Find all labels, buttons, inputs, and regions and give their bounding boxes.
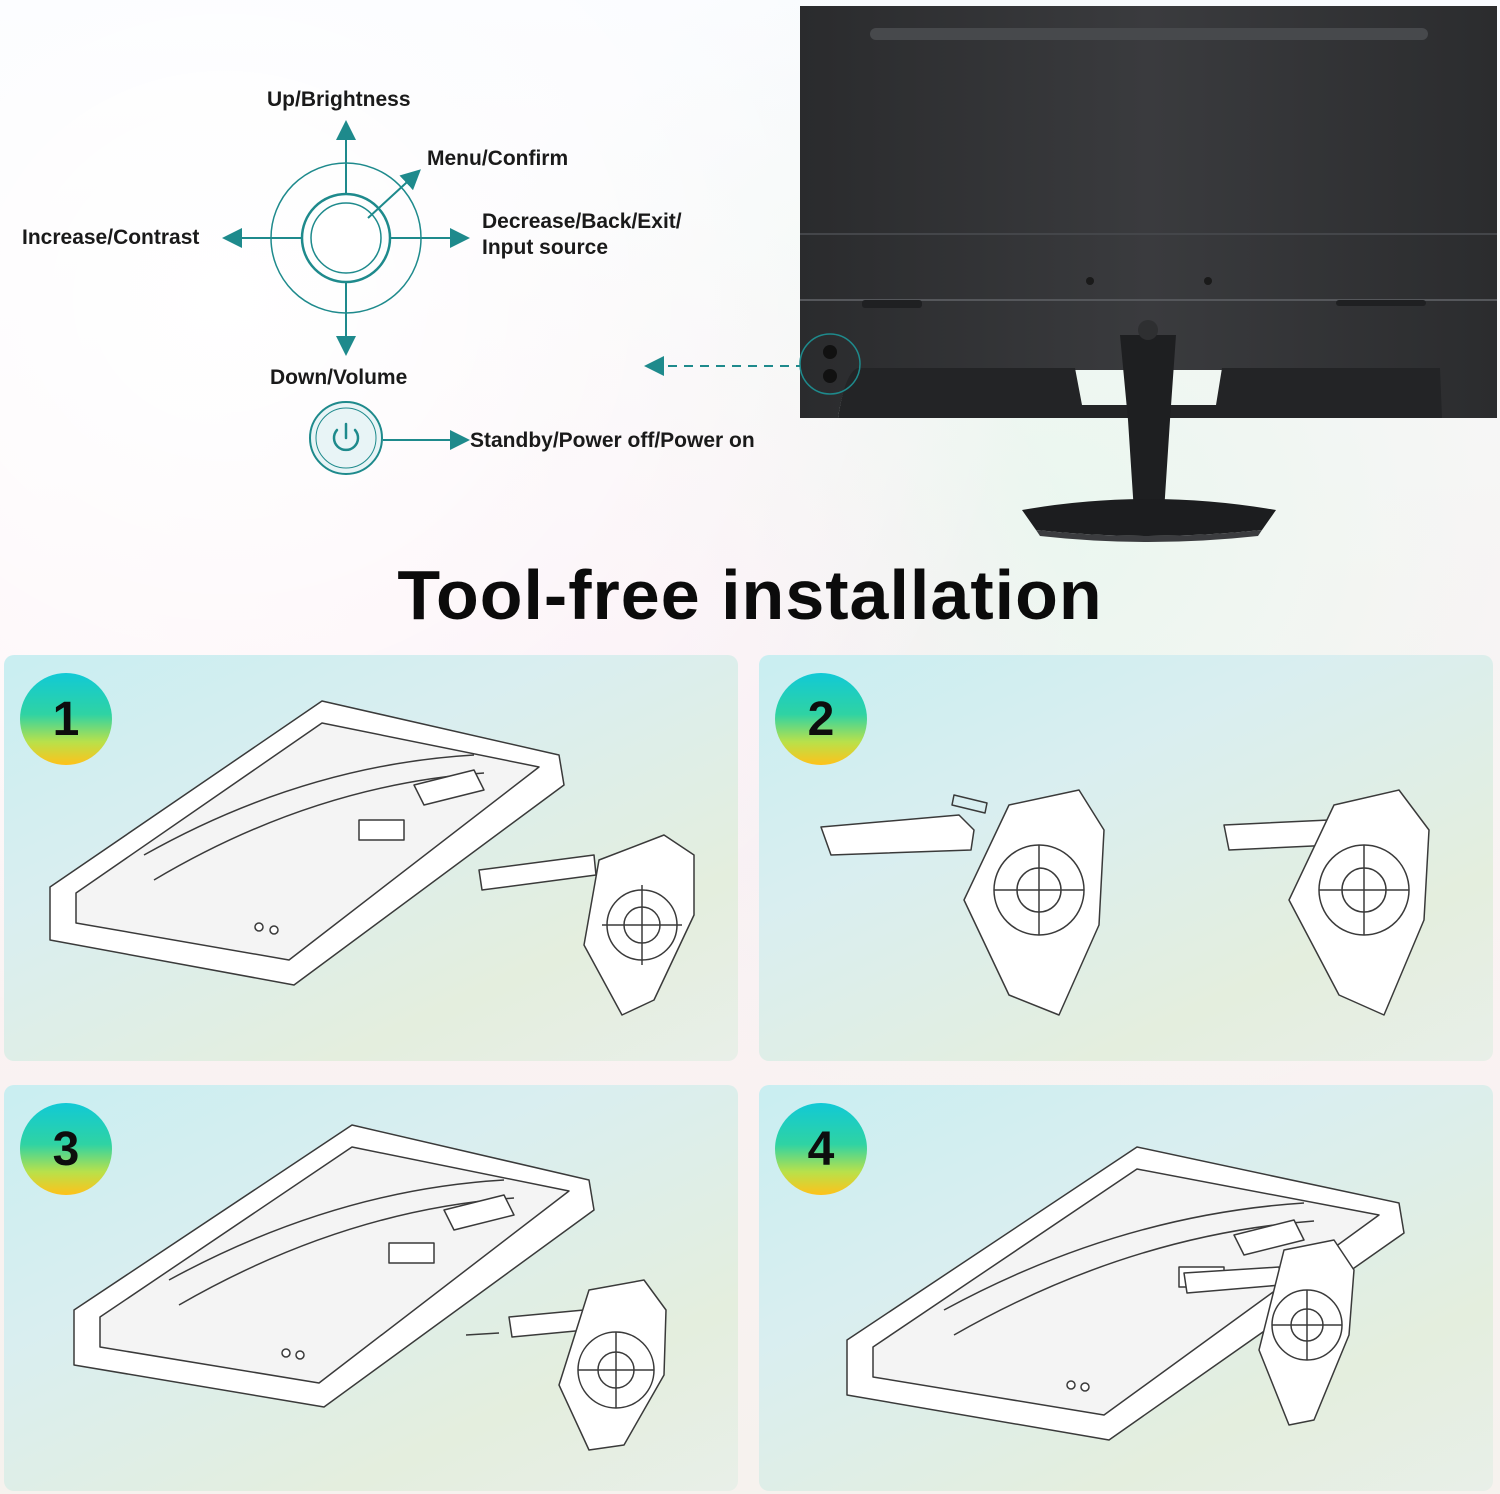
monitor-back-icon (799, 6, 1497, 542)
joystick-icon (222, 120, 470, 356)
step-panel-2: 2 (759, 655, 1493, 1061)
step-1-illustration (49, 700, 695, 1016)
decrease-back-exit-label: Decrease/Back/Exit/ Input source (482, 210, 682, 259)
power-icon (309, 401, 470, 475)
menu-confirm-label: Menu/Confirm (427, 147, 569, 170)
step-badge-4: 4 (775, 1103, 867, 1195)
down-volume-label: Down/Volume (270, 366, 408, 389)
step-badge-2: 2 (775, 673, 867, 765)
step-panel-3: 3 (4, 1085, 738, 1491)
step-panel-4: 4 (759, 1085, 1493, 1491)
step-4-illustration (846, 1146, 1405, 1441)
page-title: Tool-free installation (397, 556, 1103, 634)
power-label: Standby/Power off/Power on (470, 429, 755, 452)
step-3-illustration (73, 1124, 667, 1451)
increase-contrast-label: Increase/Contrast (22, 226, 200, 249)
step-2-illustration (820, 789, 1430, 1016)
step-badge-3: 3 (20, 1103, 112, 1195)
controls-diagram (222, 6, 1497, 542)
up-brightness-label: Up/Brightness (267, 88, 411, 111)
step-badge-1: 1 (20, 673, 112, 765)
step-panel-1: 1 (4, 655, 738, 1061)
